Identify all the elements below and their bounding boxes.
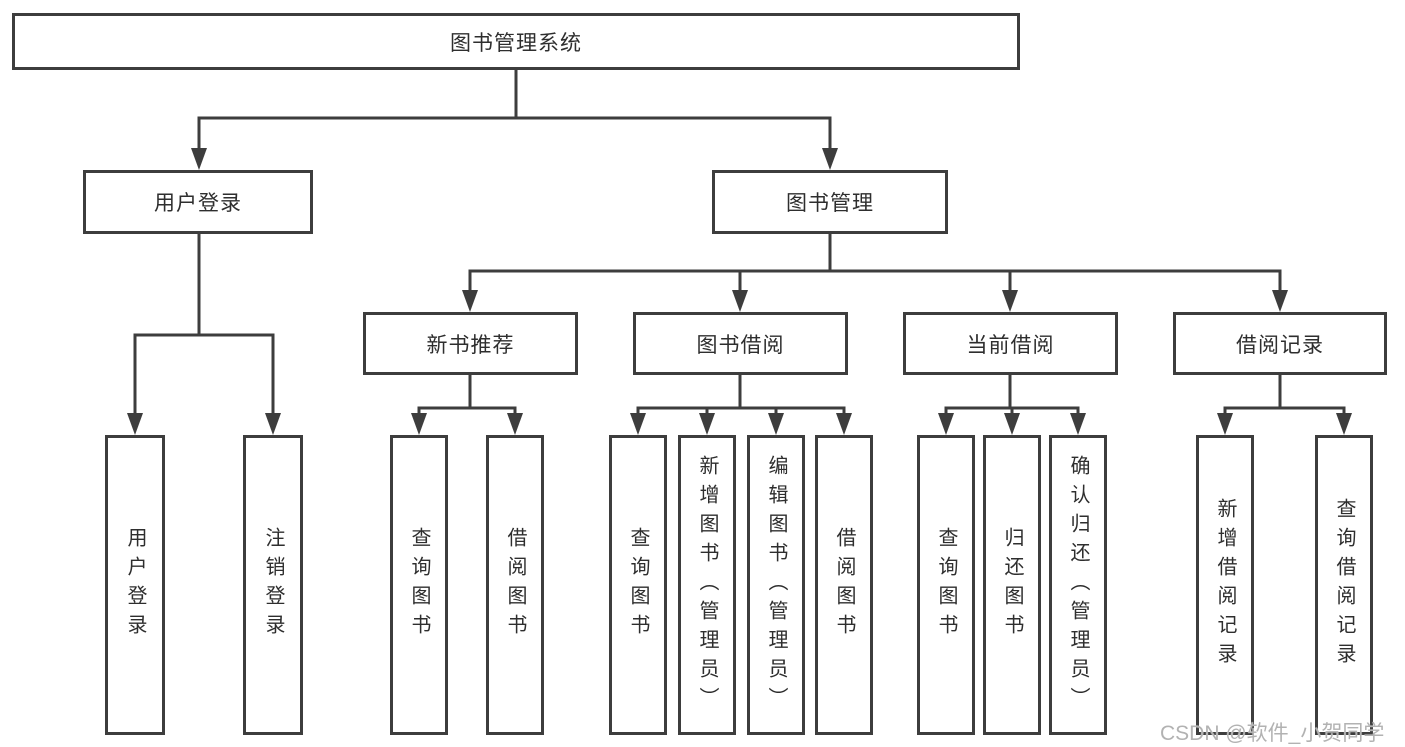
node-book-borrow: 图书借阅 [633, 312, 848, 375]
leaf-records-query-record: 查询借阅记录 [1315, 435, 1373, 735]
leaf-newbook-query-books: 查询图书 [390, 435, 448, 735]
node-system-root: 图书管理系统 [12, 13, 1020, 70]
leaf-borrow-edit-books-admin: 编辑图书（管理员） [747, 435, 805, 735]
leaf-current-query-books: 查询图书 [917, 435, 975, 735]
leaf-borrow-borrow-books: 借阅图书 [815, 435, 873, 735]
leaf-current-return-books: 归还图书 [983, 435, 1041, 735]
leaf-newbook-borrow-books: 借阅图书 [486, 435, 544, 735]
leaf-current-confirm-return-admin: 确认归还（管理员） [1049, 435, 1107, 735]
node-book-management: 图书管理 [712, 170, 948, 234]
node-user-login: 用户登录 [83, 170, 313, 234]
leaf-user-login: 用户登录 [105, 435, 165, 735]
node-borrow-records: 借阅记录 [1173, 312, 1387, 375]
leaf-logout-login: 注销登录 [243, 435, 303, 735]
leaf-borrow-add-books-admin: 新增图书（管理员） [678, 435, 736, 735]
csdn-watermark: CSDN @软件_小贺同学 [1160, 722, 1385, 745]
node-new-book-recommend: 新书推荐 [363, 312, 578, 375]
leaf-borrow-query-books: 查询图书 [609, 435, 667, 735]
node-current-borrow: 当前借阅 [903, 312, 1118, 375]
leaf-records-add-record: 新增借阅记录 [1196, 435, 1254, 735]
